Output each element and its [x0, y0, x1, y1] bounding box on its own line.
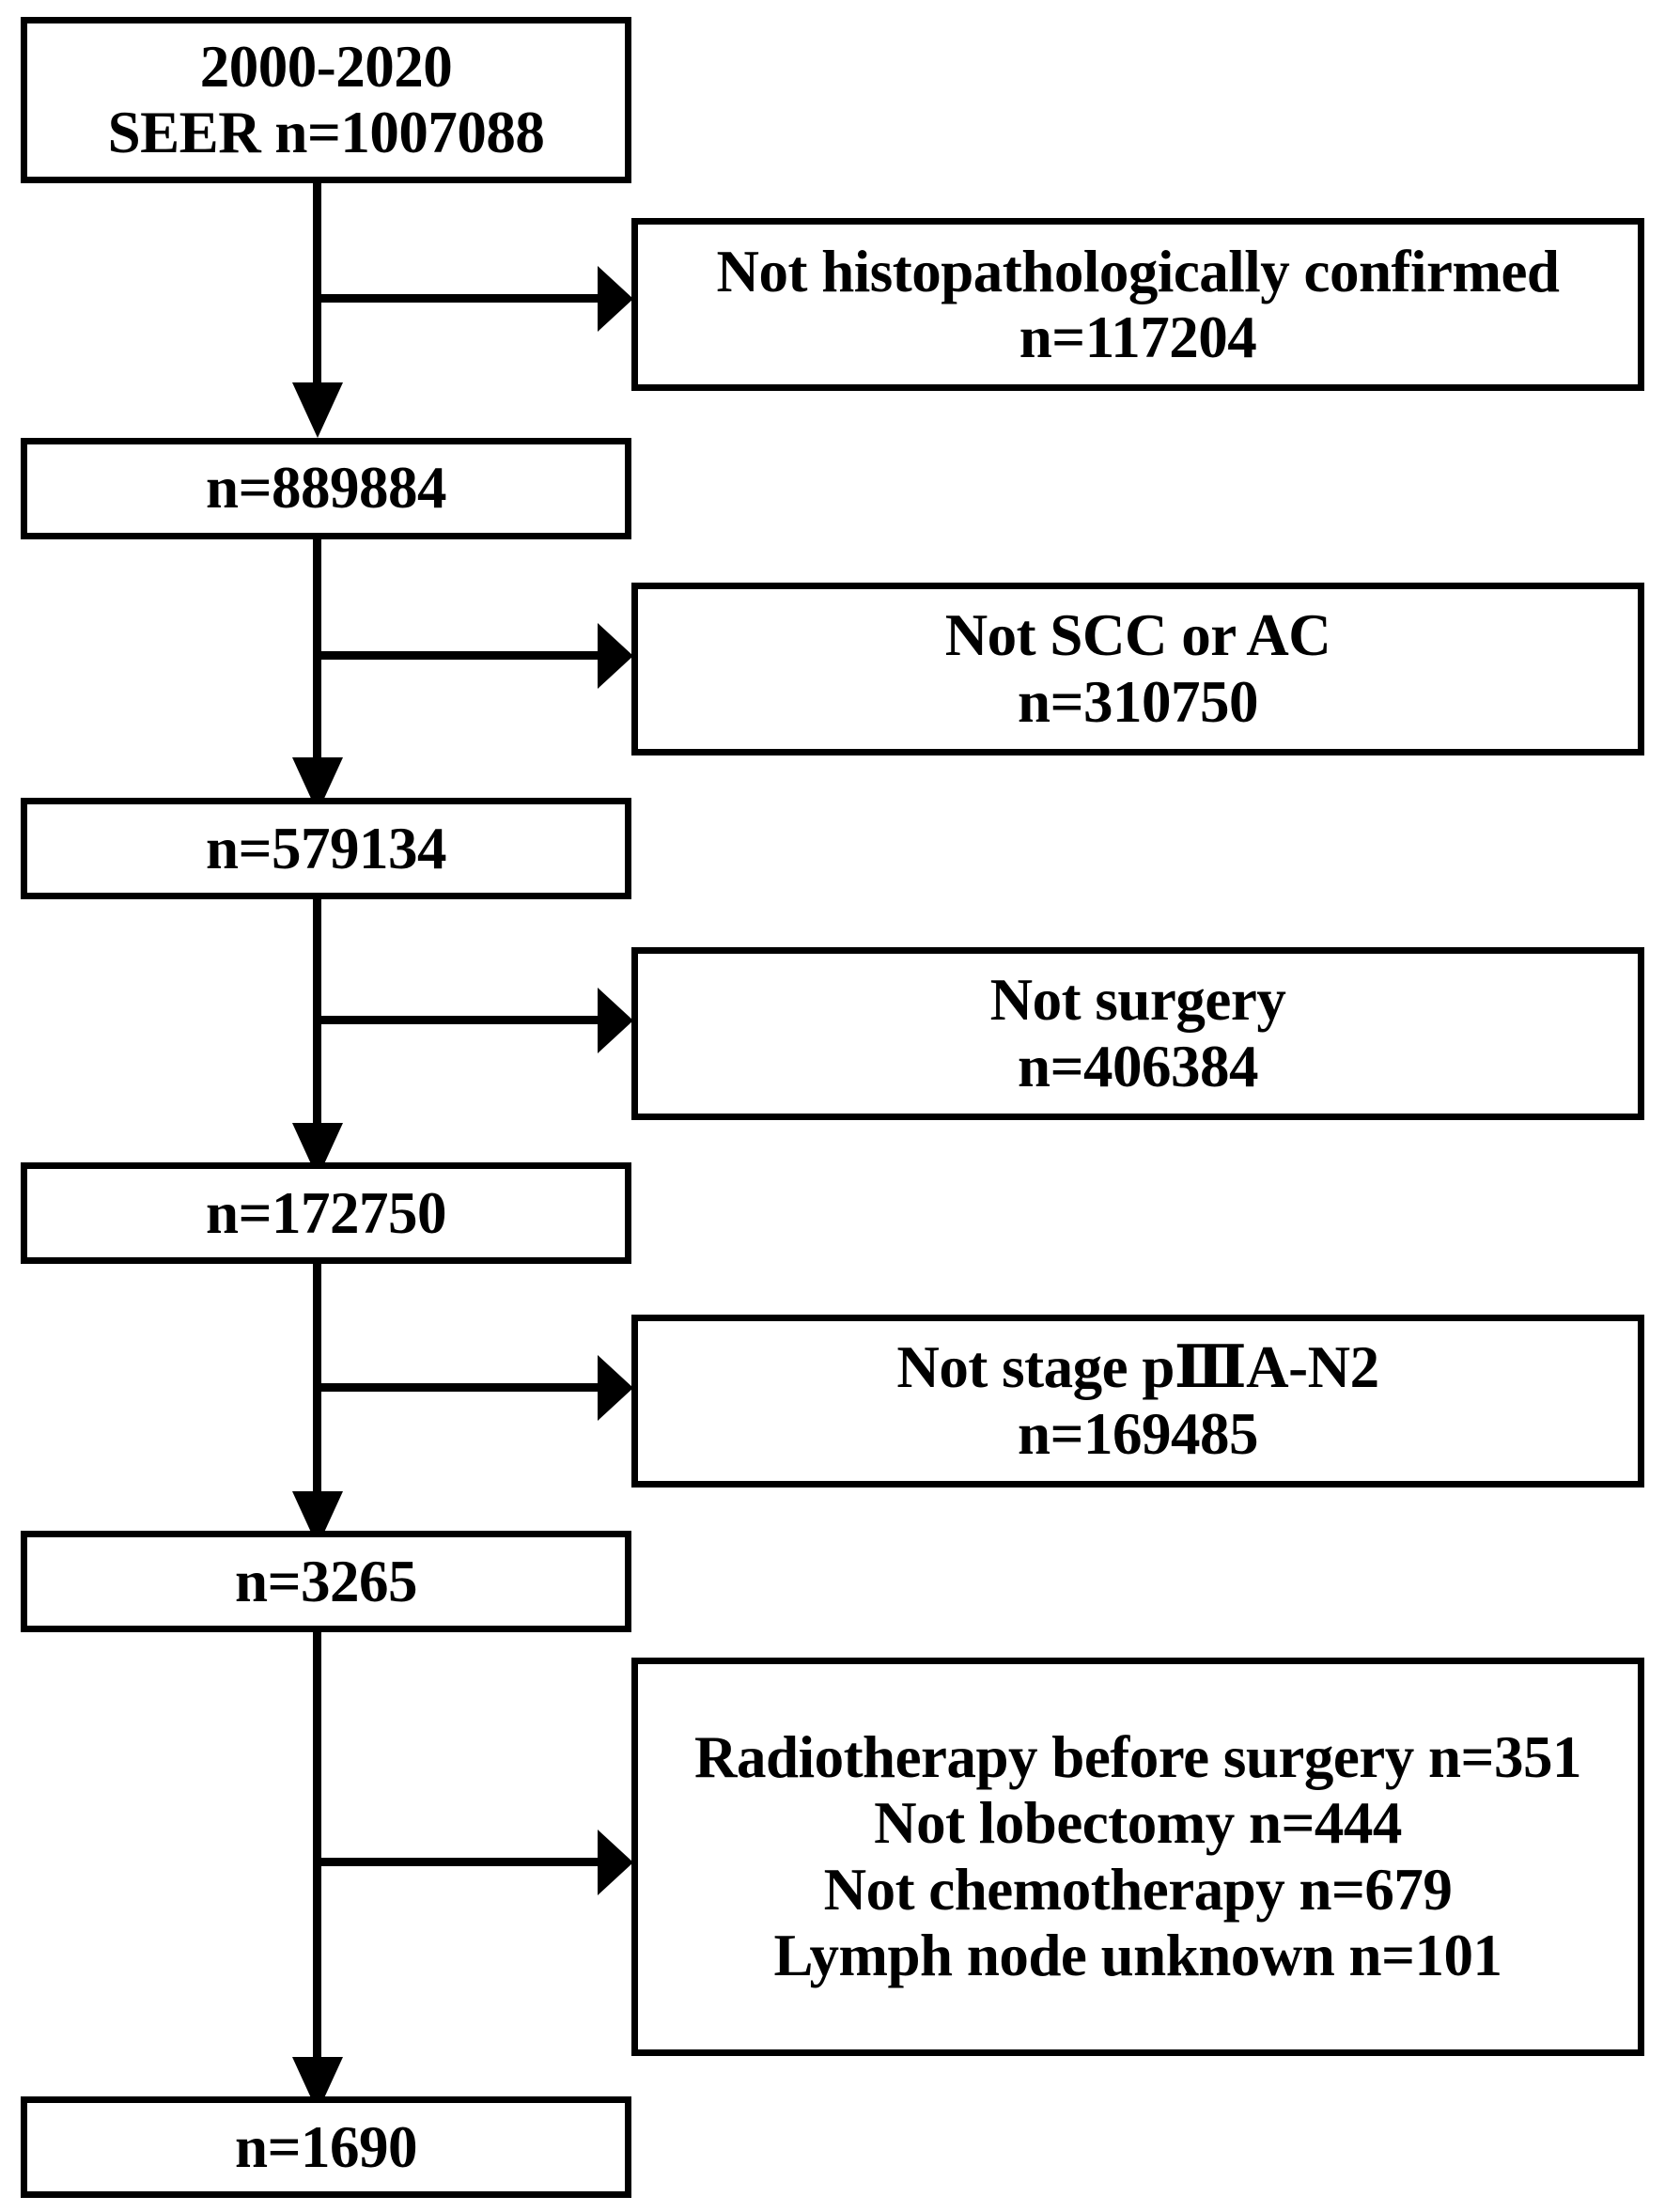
- arrowhead-exclusion-4: [598, 1355, 633, 1422]
- arrowhead-exclusion-1: [598, 266, 633, 333]
- node-cohort-after-histology: n=889884: [21, 437, 631, 539]
- node-exclusion-not-histopathologically-confirmed: Not histopathologically confirmed n=1172…: [631, 218, 1644, 392]
- node-step2-line-1: n=579134: [206, 815, 446, 881]
- exclusion-1-line-2: n=117204: [1019, 304, 1257, 371]
- node-source-cohort-line-2: SEER n=1007088: [107, 100, 545, 166]
- node-exclusion-treatment-criteria: Radiotherapy before surgery n=351 Not lo…: [631, 1658, 1644, 2056]
- connector-branch-exclusion-4: [313, 1382, 602, 1392]
- arrowhead-source-to-step1: [292, 382, 343, 439]
- node-step4-line-1: n=3265: [235, 1548, 417, 1614]
- arrowhead-exclusion-5: [598, 1829, 633, 1895]
- node-cohort-after-stage: n=3265: [21, 1531, 631, 1633]
- node-final-cohort: n=1690: [21, 2096, 631, 2199]
- node-step1-line-1: n=889884: [206, 455, 446, 522]
- node-source-cohort-line-1: 2000-2020: [199, 33, 453, 100]
- node-source-cohort: 2000-2020 SEER n=1007088: [21, 16, 631, 183]
- connector-step4-to-final: [313, 1632, 321, 2078]
- exclusion-2-line-1: Not SCC or AC: [944, 602, 1331, 669]
- connector-branch-exclusion-2: [313, 651, 602, 661]
- exclusion-1-line-1: Not histopathologically confirmed: [716, 238, 1560, 304]
- node-exclusion-not-surgery: Not surgery n=406384: [631, 946, 1644, 1120]
- node-cohort-after-histotype: n=579134: [21, 798, 631, 899]
- connector-branch-exclusion-1: [313, 293, 602, 303]
- connector-source-to-step1: [313, 182, 321, 401]
- exclusion-5-line-4: Lymph node unknown n=101: [773, 1923, 1502, 1989]
- node-exclusion-not-stage-piiia-n2: Not stage pⅢA-N2 n=169485: [631, 1314, 1644, 1488]
- exclusion-5-line-1: Radiotherapy before surgery n=351: [694, 1723, 1581, 1790]
- node-final-line-1: n=1690: [235, 2113, 417, 2180]
- connector-branch-exclusion-5: [313, 1857, 602, 1866]
- exclusion-4-line-2: n=169485: [1018, 1400, 1258, 1467]
- exclusion-2-line-2: n=310750: [1018, 669, 1258, 736]
- exclusion-3-line-1: Not surgery: [989, 967, 1286, 1034]
- connector-branch-exclusion-3: [313, 1016, 602, 1025]
- arrowhead-exclusion-3: [598, 988, 633, 1054]
- arrowhead-exclusion-2: [598, 623, 633, 690]
- node-step3-line-1: n=172750: [206, 1179, 446, 1246]
- exclusion-3-line-2: n=406384: [1018, 1033, 1258, 1099]
- node-exclusion-not-scc-or-ac: Not SCC or AC n=310750: [631, 582, 1644, 756]
- exclusion-5-line-2: Not lobectomy n=444: [874, 1790, 1402, 1857]
- exclusion-5-line-3: Not chemotherapy n=679: [823, 1856, 1453, 1923]
- exclusion-4-line-1: Not stage pⅢA-N2: [896, 1334, 1379, 1401]
- node-cohort-after-surgery: n=172750: [21, 1161, 631, 1264]
